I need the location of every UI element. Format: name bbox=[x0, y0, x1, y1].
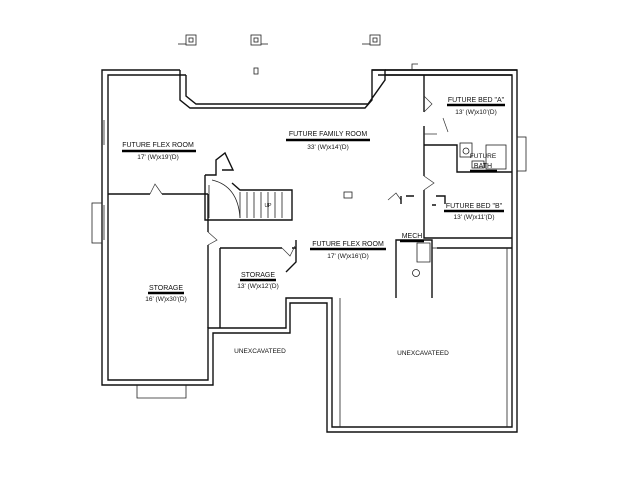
stair-up-label: UP bbox=[265, 203, 273, 209]
svg-text:13' (W)x12'(D): 13' (W)x12'(D) bbox=[237, 283, 279, 290]
room-future-bed-a: FUTURE BED "A" 13' (W)x10'(D) bbox=[447, 97, 505, 116]
room-storage-small: STORAGE 13' (W)x12'(D) bbox=[237, 272, 279, 290]
svg-text:33' (W)x14'(D): 33' (W)x14'(D) bbox=[307, 144, 349, 151]
svg-text:FUTURE BED "A": FUTURE BED "A" bbox=[448, 97, 505, 104]
svg-text:UP: UP bbox=[265, 203, 273, 209]
room-future-flex-room-2: FUTURE FLEX ROOM 17' (W)x16'(D) bbox=[310, 241, 386, 260]
svg-text:17' (W)x19'(D): 17' (W)x19'(D) bbox=[137, 154, 179, 161]
svg-text:FUTURE FLEX ROOM: FUTURE FLEX ROOM bbox=[122, 142, 194, 149]
svg-text:17' (W)x16'(D): 17' (W)x16'(D) bbox=[327, 253, 369, 260]
room-storage-large: STORAGE 16' (W)x30'(D) bbox=[145, 285, 187, 303]
exterior-fixtures bbox=[178, 34, 381, 75]
exterior-walls bbox=[91, 63, 527, 433]
room-bath: FUTURE BATH bbox=[470, 153, 497, 173]
room-future-flex-room-1: FUTURE FLEX ROOM 17' (W)x19'(D) bbox=[122, 142, 196, 161]
svg-text:BATH: BATH bbox=[474, 163, 492, 170]
room-mech: MECH bbox=[400, 233, 424, 243]
svg-text:UNEXCAVATEED: UNEXCAVATEED bbox=[234, 348, 286, 355]
svg-text:FUTURE BED "B": FUTURE BED "B" bbox=[446, 203, 503, 210]
svg-text:16' (W)x30'(D): 16' (W)x30'(D) bbox=[145, 296, 187, 303]
svg-text:FUTURE FLEX ROOM: FUTURE FLEX ROOM bbox=[312, 241, 384, 248]
interior-walls bbox=[103, 75, 512, 427]
svg-text:FUTURE: FUTURE bbox=[470, 153, 497, 160]
svg-text:STORAGE: STORAGE bbox=[149, 285, 183, 292]
svg-text:13' (W)x11'(D): 13' (W)x11'(D) bbox=[453, 214, 494, 221]
room-unexcavated-1: UNEXCAVATEED bbox=[234, 348, 286, 355]
room-unexcavated-2: UNEXCAVATEED bbox=[397, 350, 449, 357]
room-future-bed-b: FUTURE BED "B" 13' (W)x11'(D) bbox=[444, 203, 504, 221]
svg-text:13' (W)x10'(D): 13' (W)x10'(D) bbox=[455, 109, 497, 116]
svg-text:STORAGE: STORAGE bbox=[241, 272, 275, 279]
svg-text:UNEXCAVATEED: UNEXCAVATEED bbox=[397, 350, 449, 357]
svg-text:MECH: MECH bbox=[402, 233, 423, 240]
room-future-family-room: FUTURE FAMILY ROOM 33' (W)x14'(D) bbox=[286, 131, 370, 151]
stair-treads bbox=[239, 192, 283, 218]
svg-text:FUTURE FAMILY ROOM: FUTURE FAMILY ROOM bbox=[289, 131, 367, 138]
